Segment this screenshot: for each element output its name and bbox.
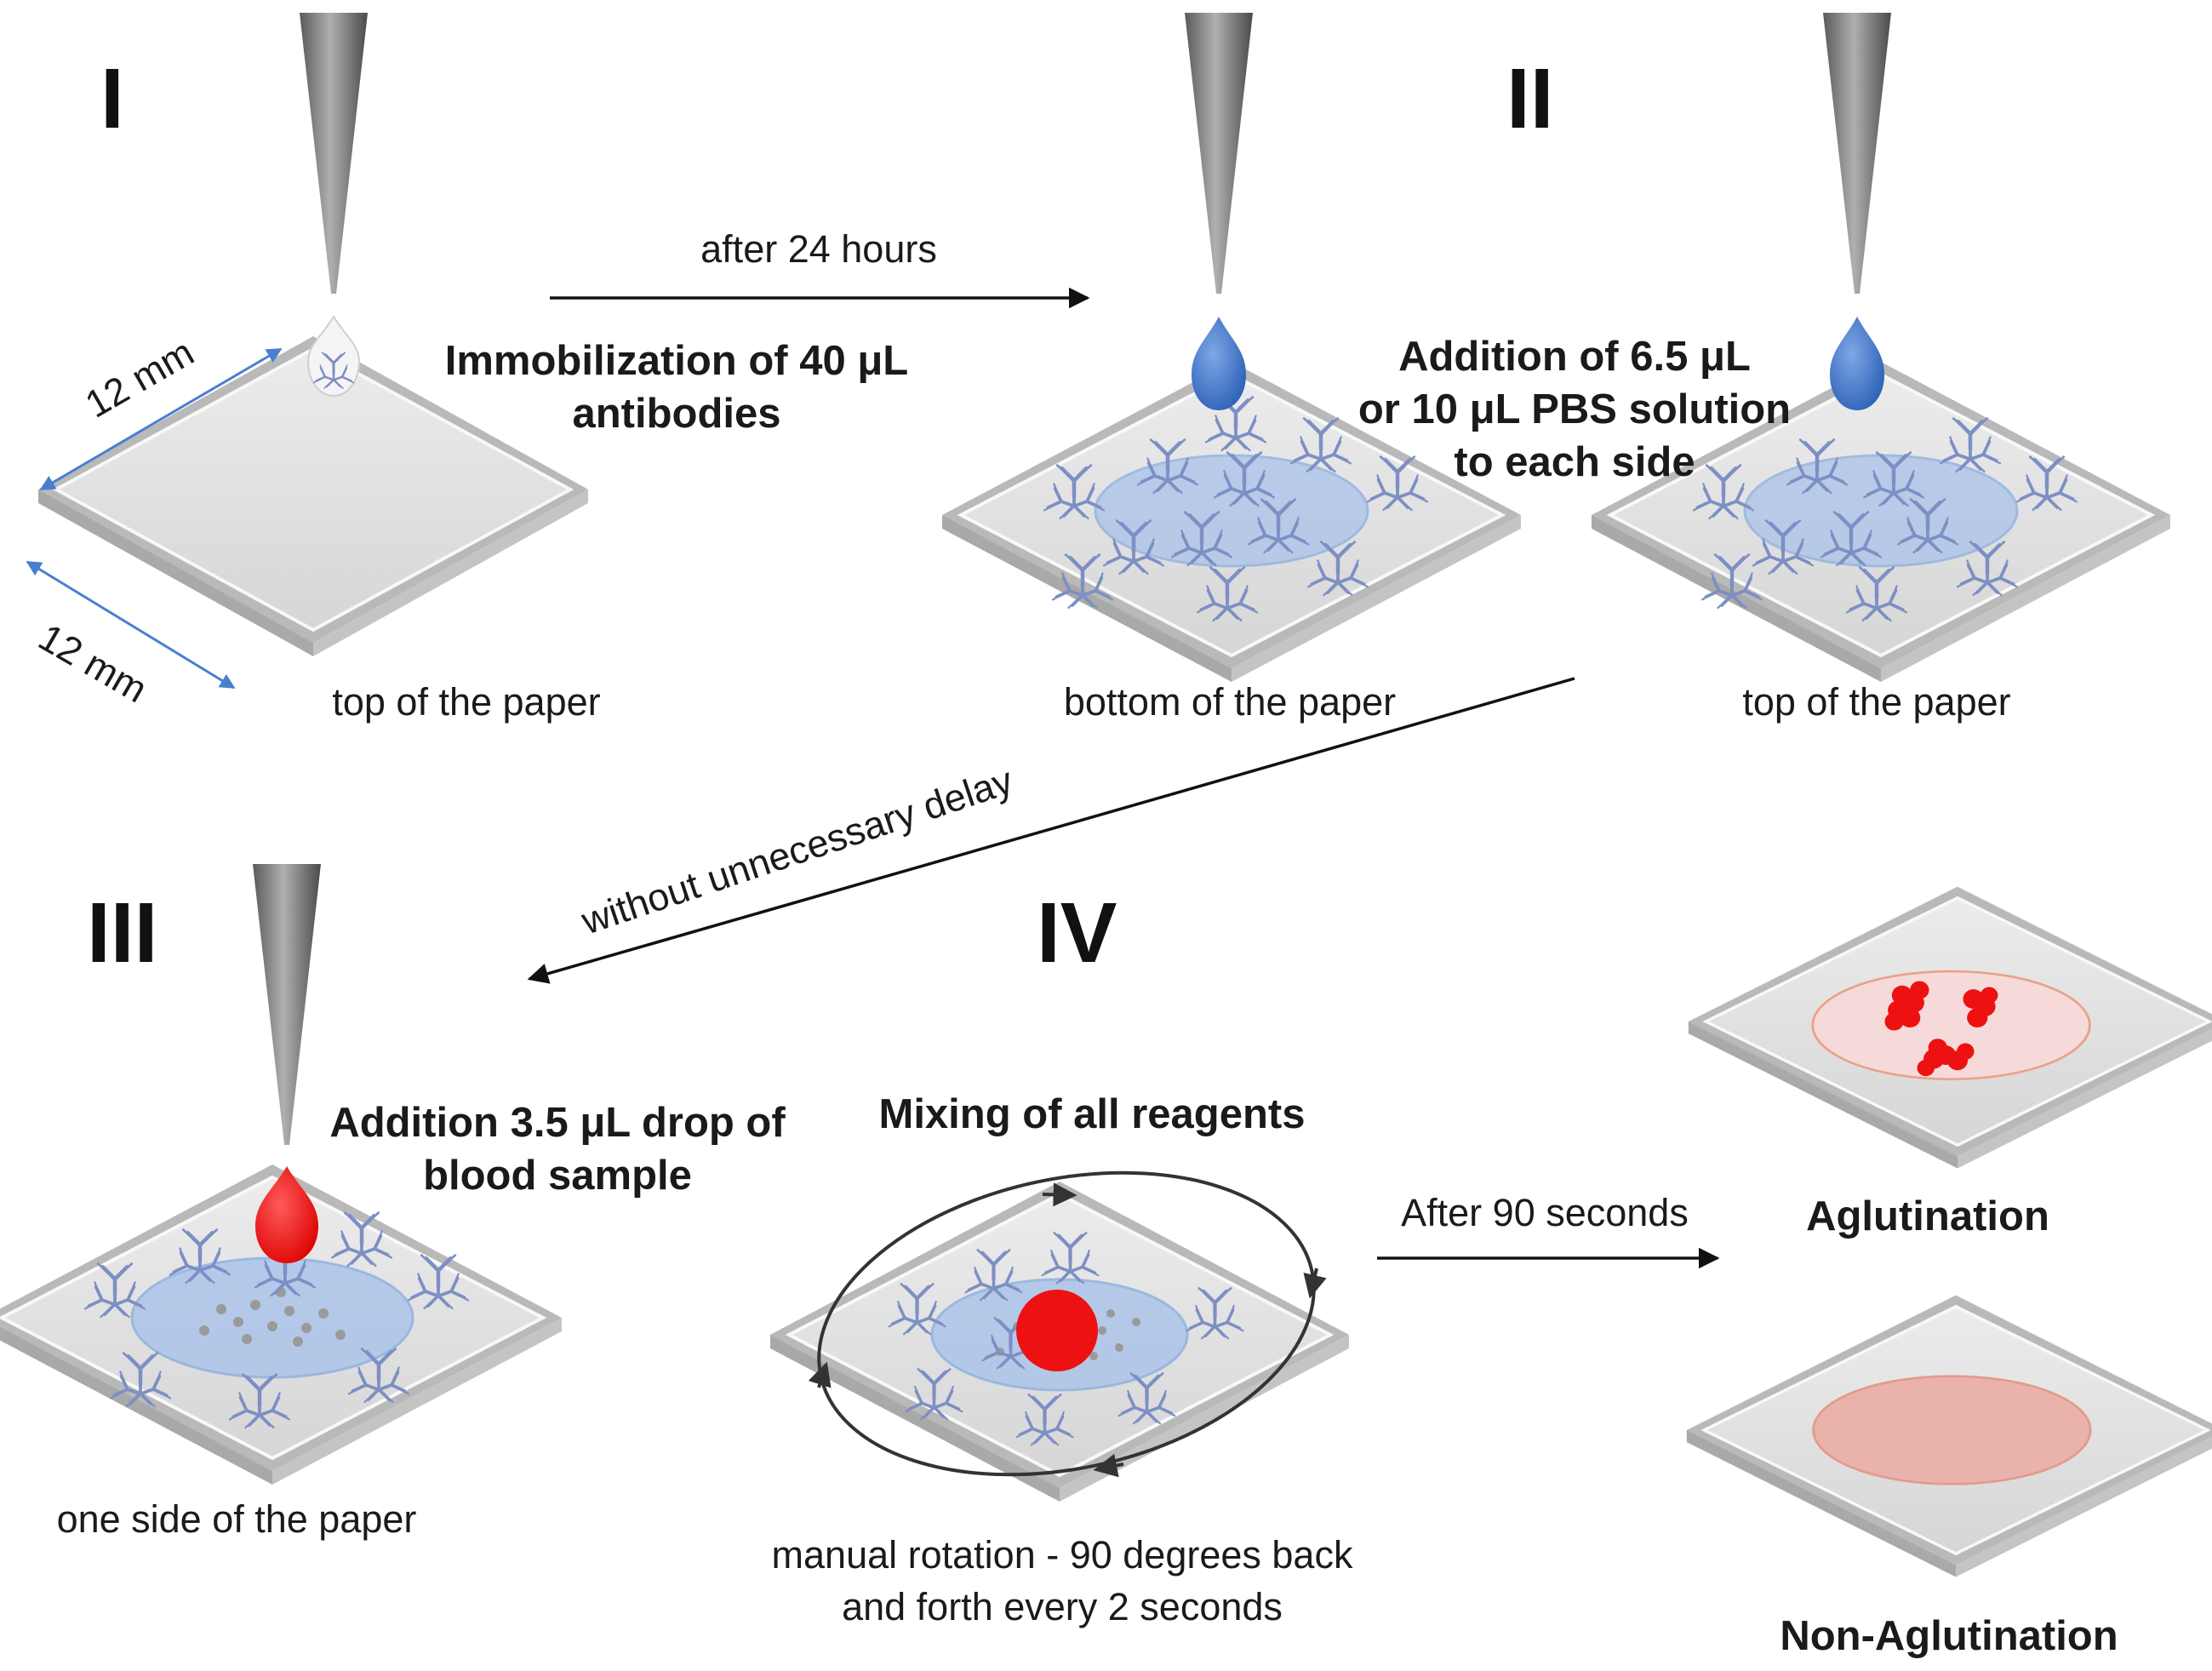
aglutination-label: Aglutination [1806,1193,2049,1239]
rotation-line-2: and forth every 2 seconds [842,1585,1283,1628]
step-iv-label: IV [1037,885,1117,981]
dimension-arrow-top [39,347,283,491]
paper-square-aglutination [1686,884,2212,1170]
immobilization-line-2: antibodies [572,391,780,437]
without-delay-label: without unnecessary delay [575,758,1019,943]
blood-drop [255,1166,318,1263]
addition-blood-line-2: blood sample [423,1153,692,1199]
step-ii-label: II [1506,51,1554,146]
rotation-arrowhead-right [1303,1268,1327,1299]
rotation-arrowhead-bottom [1093,1453,1124,1478]
rotation-arrowhead-top [1042,1182,1077,1207]
rotation-line-1: manual rotation - 90 degrees back [772,1533,1353,1577]
addition-pbs-line-2: or 10 μL PBS solution [1358,386,1791,432]
antibody-droplet [306,315,361,398]
after-90-seconds-label: After 90 seconds [1401,1191,1689,1234]
step-i-label: I [100,51,124,146]
pipette-step-i [300,13,368,294]
paper-square-top-2 [1590,360,2172,684]
step-iii-label: III [87,885,157,981]
paper-square-step-iii [0,1163,563,1486]
caption-one-side: one side of the paper [57,1497,417,1541]
after-24-hours-label: after 24 hours [700,227,937,271]
addition-pbs-line-1: Addition of 6.5 μL [1398,334,1751,380]
caption-top-of-paper-2: top of the paper [1742,680,2010,724]
paper-square-step-iv [769,1180,1351,1503]
addition-blood-line-1: Addition 3.5 μL drop of [329,1100,786,1146]
pbs-drop-right [1830,317,1884,410]
pipette-step-ii-right [1823,13,1891,294]
non-aglutination-label: Non-Aglutination [1780,1613,2118,1659]
caption-bottom-of-paper: bottom of the paper [1064,680,1396,724]
paper-square-non-aglutination [1684,1293,2212,1579]
caption-top-of-paper-1: top of the paper [332,680,600,724]
rotation-arrowhead-left [808,1361,832,1388]
pbs-drop-left [1192,317,1246,410]
paper-square-bottom [940,360,1523,684]
mixing-label: Mixing of all reagents [879,1091,1306,1137]
immobilization-line-1: Immobilization of 40 μL [445,338,909,384]
pipette-step-iii [253,864,321,1145]
arrow-without-delay [527,677,1575,984]
dimension-arrow-bottom [26,560,236,690]
pipette-step-ii-left [1185,13,1253,294]
addition-pbs-line-3: to each side [1454,439,1695,485]
